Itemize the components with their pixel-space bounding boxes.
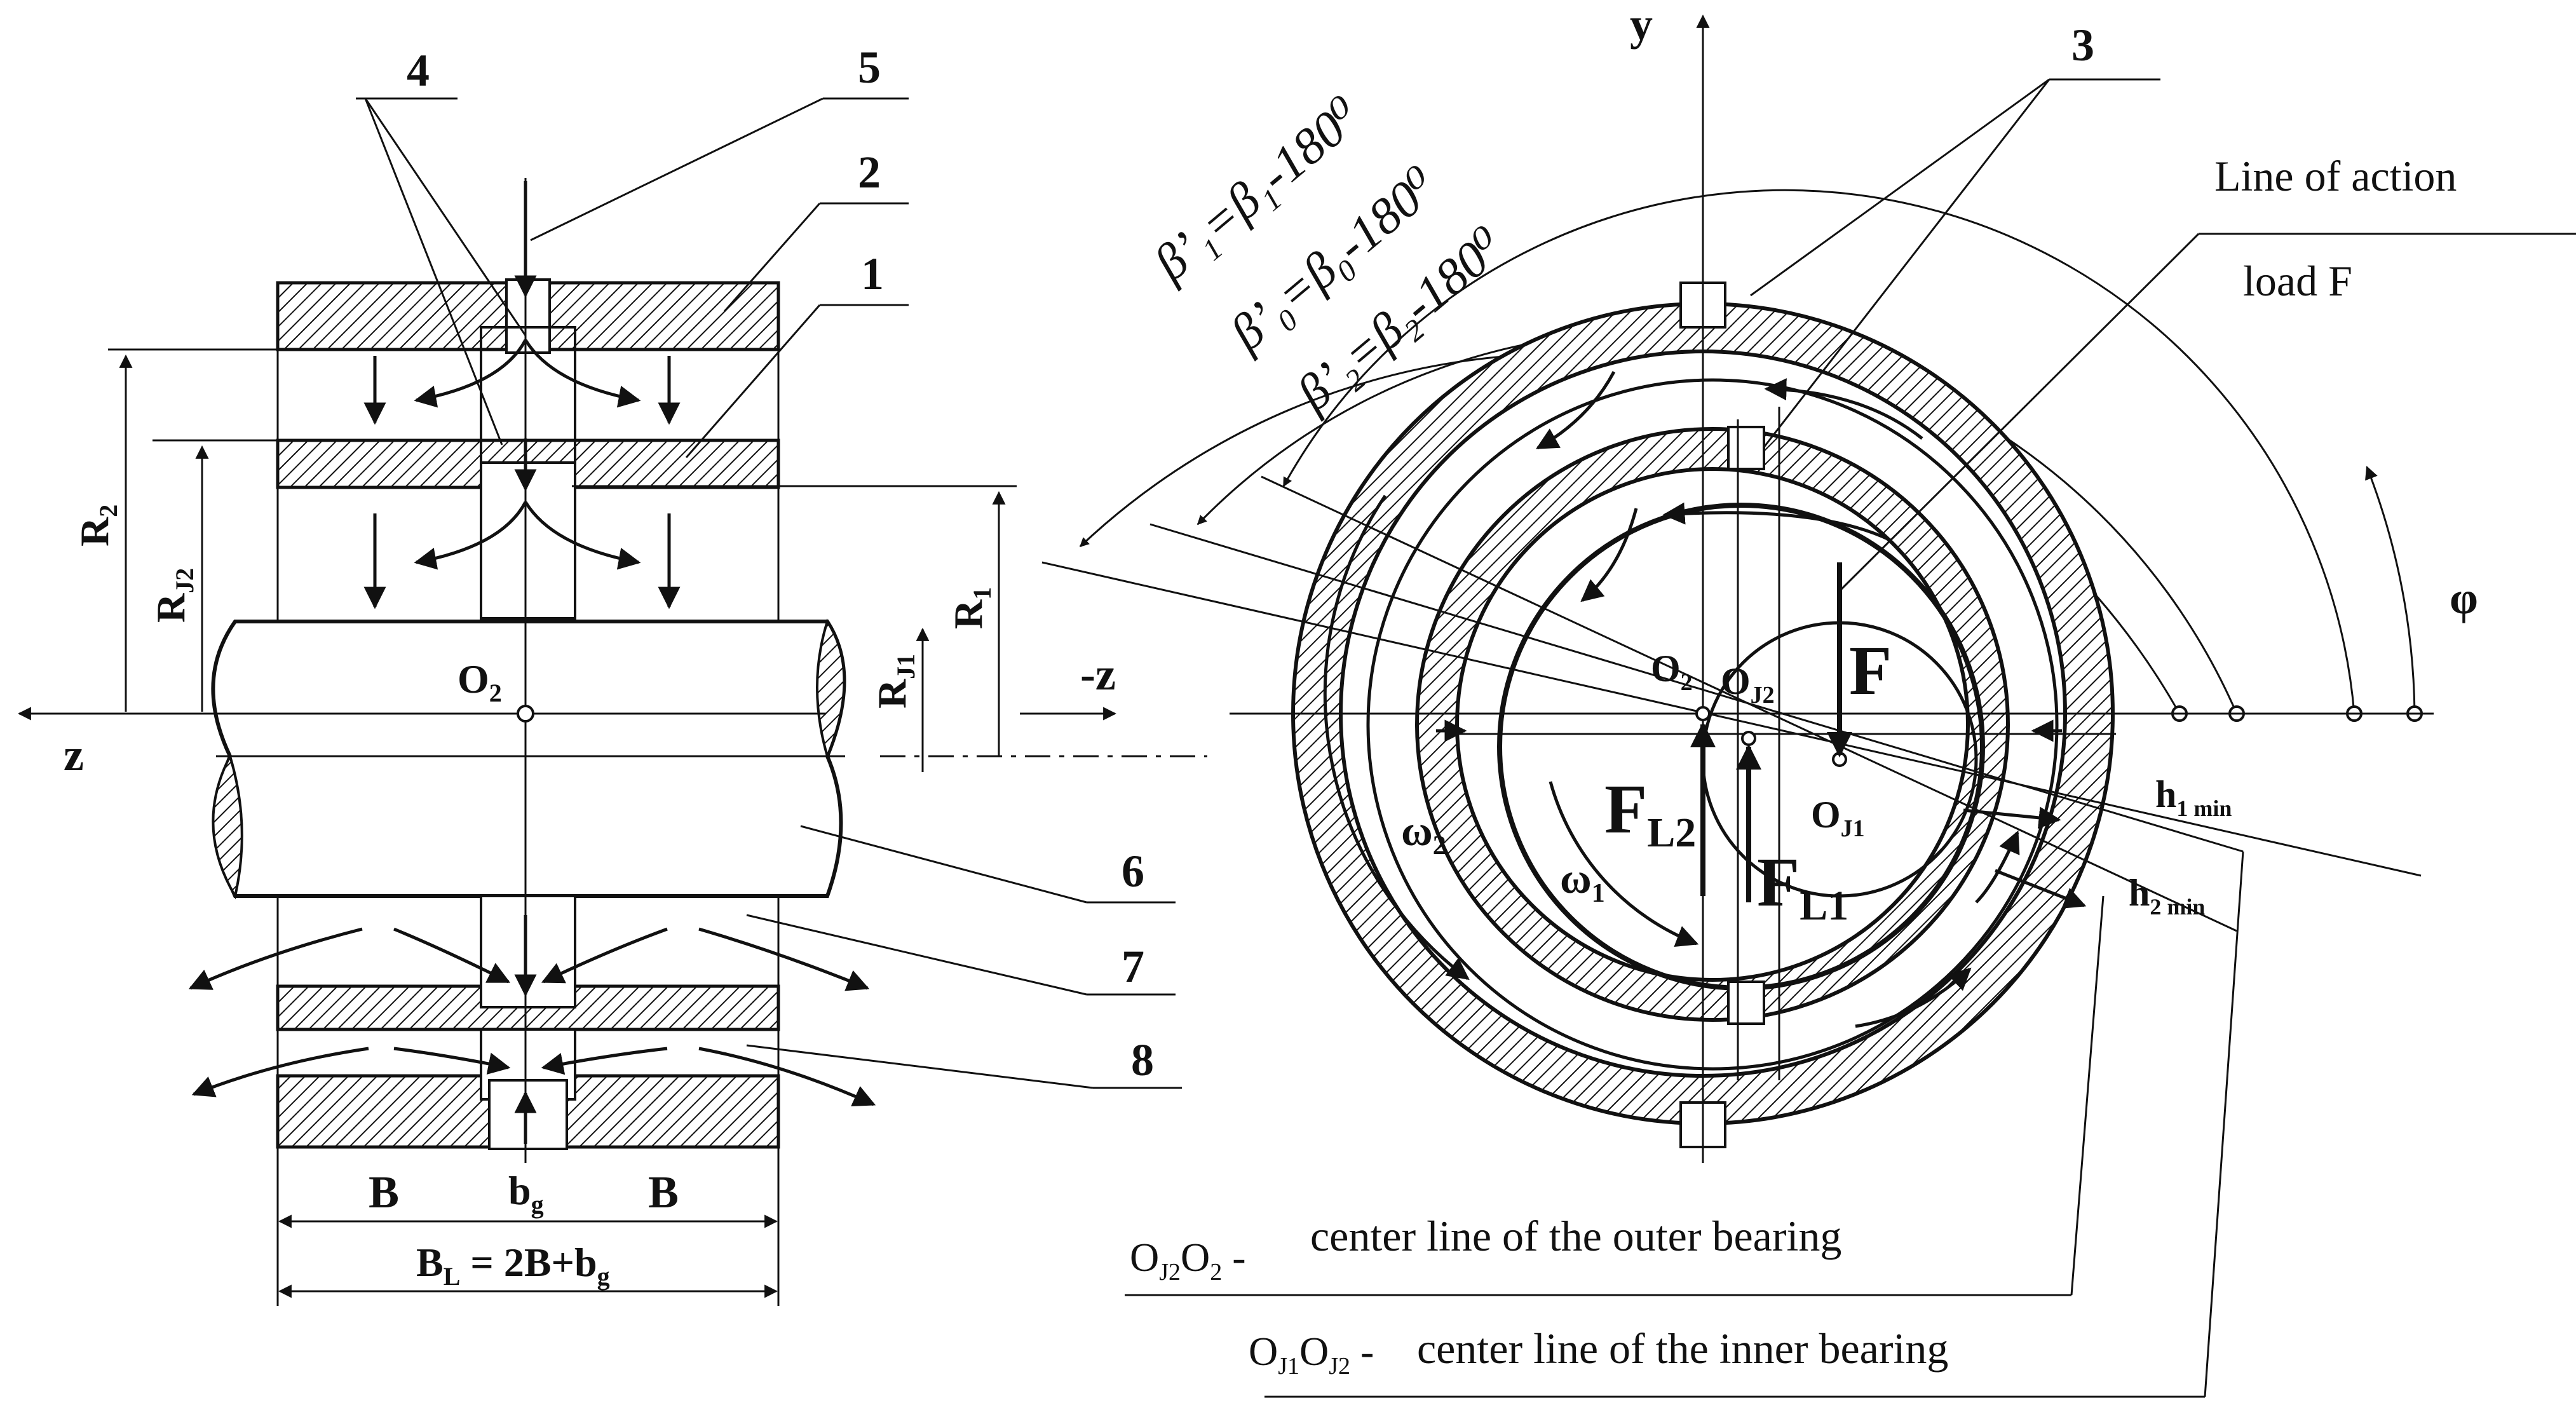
ring-oil-hole-top-inner [480, 461, 576, 620]
svg-text:RJ1: RJ1 [869, 654, 920, 709]
center-o2-label: O2 [458, 656, 502, 707]
r1-label: R1 [946, 587, 996, 629]
neg-z-axis-label: -z [1080, 649, 1116, 700]
oil-in-right-1 [541, 927, 668, 984]
shaft-body [211, 620, 846, 898]
force-f-label: F [1849, 632, 1892, 709]
callout-3: 3 [2071, 20, 2094, 71]
floating-ring-outer-surface [1366, 378, 2059, 1071]
rj2-label: RJ2 [148, 568, 199, 623]
omega1-label: ω1 [1560, 854, 1605, 908]
legend-outer-symbol: OJ2O2 - [1130, 1235, 1246, 1286]
h2min-label: h2 min [2129, 872, 2205, 920]
ring-rot-inner-top [1662, 502, 1892, 542]
legend-outer-text: center line of the outer bearing [1310, 1212, 1841, 1260]
shaft-left-break-hatch [212, 752, 243, 900]
legend-outer-leader [2070, 895, 2105, 1296]
svg-text:RJ2: RJ2 [148, 568, 199, 623]
svg-text:R2: R2 [72, 505, 123, 546]
h2-gap-arrow [1995, 869, 2087, 909]
callout-4-leader-b [364, 98, 527, 336]
force-fl2-label: FL2 [1604, 770, 1696, 856]
phi-arc [2365, 466, 2416, 714]
right-cross-section-view: y 3 φ β’₁=β₁-180⁰ β’₀=β₀-180⁰ β’₂=β₂-180… [1041, 0, 2576, 1398]
callout-8: 8 [1131, 1035, 1154, 1085]
housing-feed-hole-bottom [488, 1079, 568, 1150]
center-oj1-label: OJ1 [1811, 794, 1865, 842]
callout-1-leader [685, 304, 821, 458]
rj1-label: RJ1 [869, 654, 920, 709]
legend-inner-text: center line of the inner bearing [1417, 1324, 1948, 1373]
inner-ring-hole-top [1727, 426, 1765, 470]
omega1-arrow [1549, 781, 1699, 947]
y-axis-label: y [1630, 0, 1653, 50]
legend-inner-symbol: OJ1OJ2 - [1249, 1329, 1374, 1380]
ring-rot-bottom-right [1855, 967, 1972, 1028]
floating-ring-inner [1455, 467, 1970, 982]
ring-rot-top-right [1764, 378, 1923, 440]
callout-6: 6 [1122, 846, 1144, 897]
center-o2 [1695, 706, 1711, 721]
oil-exit-left-2 [191, 1047, 369, 1097]
callout-6-leader [800, 825, 1087, 904]
callout-3-leader-b [1762, 79, 2051, 449]
width-b-left-label: B [369, 1167, 399, 1218]
total-width-label: BL = 2B+bg [416, 1240, 610, 1291]
h1min-label: h1 min [2155, 773, 2232, 821]
callout-1: 1 [861, 248, 884, 299]
oil-in-left-1 [393, 927, 511, 984]
legend-inner-leader [2204, 851, 2244, 1397]
groove-bg-label: bg [508, 1168, 544, 1219]
line-of-action-label-2: load F [2243, 257, 2352, 305]
load-line-to-label [1838, 233, 2200, 592]
center-line-outer [1261, 475, 2237, 932]
left-section-view: 4 5 2 1 6 7 8 z -z O2 R2 RJ2 R1 RJ1 B B … [17, 42, 1207, 1306]
z-axis-label: z [64, 730, 84, 780]
callout-5: 5 [858, 42, 881, 93]
oil-exit-right-2 [698, 1047, 876, 1107]
omega2-arrow [1323, 494, 1470, 981]
r2-label: R2 [72, 505, 123, 546]
line-of-action-label-1: Line of action [2214, 152, 2457, 200]
ring-oil-hole-bottom [480, 895, 576, 1008]
width-b-right-label: B [648, 1167, 679, 1218]
callout-2: 2 [858, 147, 881, 198]
inner-ring-hole-bottom [1727, 981, 1765, 1025]
callout-7-leader [746, 914, 1087, 996]
oil-exit-right-1 [698, 927, 870, 991]
ring-rot-inner-left [1580, 508, 1638, 602]
oil-split-right-mid [524, 501, 641, 570]
phi-label: φ [2450, 573, 2478, 623]
callout-3-leader-a [1750, 78, 2050, 297]
oil-split-left-mid [414, 501, 527, 570]
callout-4-leader-a [364, 98, 503, 445]
callout-2-leader [723, 203, 821, 312]
line-of-action [1041, 561, 2422, 877]
h1-gap-arrow [1963, 806, 2061, 829]
shaft-right-break-hatch [816, 618, 846, 761]
center-o2-right-label: O2 [1651, 648, 1693, 696]
oil-exit-left-1 [188, 927, 363, 990]
oil-in-right-2 [541, 1047, 668, 1075]
callout-4: 4 [407, 45, 430, 96]
oil-split-right-top [524, 339, 641, 408]
center-oj2 [1741, 731, 1756, 746]
callout-5-leader [530, 97, 824, 241]
beta2-arc [1282, 189, 2356, 714]
callout-8-leader [746, 1044, 1094, 1089]
oil-in-left-2 [393, 1047, 511, 1075]
force-fl1-label: FL1 [1757, 843, 1848, 929]
center-line-inner [1149, 523, 2244, 853]
ring-rot-right-lower [1975, 830, 2020, 904]
callout-7: 7 [1122, 941, 1144, 992]
center-oj2-label: OJ2 [1721, 660, 1775, 709]
ring-rot-top-left [1535, 370, 1616, 450]
svg-text:R1: R1 [946, 587, 996, 629]
oil-split-left-top [414, 339, 527, 408]
center-o2-marker [517, 705, 534, 723]
omega2-label: ω2 [1401, 806, 1446, 860]
